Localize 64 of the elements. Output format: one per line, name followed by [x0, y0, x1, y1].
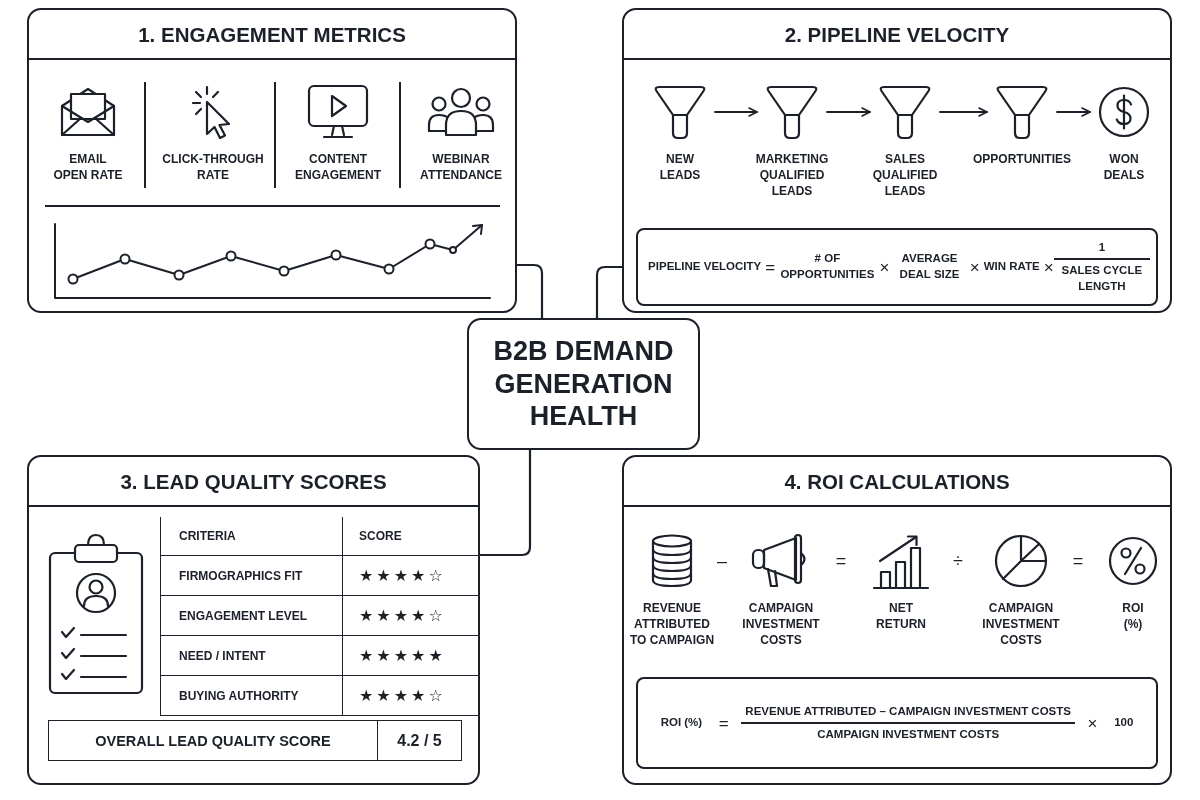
star-rating-cell: ★★★★☆	[342, 676, 478, 716]
formula-term: SALES CYCLE LENGTH	[1060, 263, 1144, 294]
panel-title: 1. ENGAGEMENT METRICS	[138, 23, 406, 47]
formula-term: ROI (%)	[660, 715, 703, 731]
criteria-cell: FIRMOGRAPHICS FIT	[160, 556, 342, 596]
criteria-cell: ENGAGEMENT LEVEL	[160, 596, 342, 636]
panel-title: 4. ROI CALCULATIONS	[784, 470, 1010, 494]
icon-caption: MARKETING QUALIFIED LEADS	[754, 152, 830, 200]
column-header: CRITERIA	[160, 517, 342, 556]
formula-box	[636, 228, 1158, 306]
icon-caption: NET RETURN	[875, 601, 927, 633]
icon-caption: REVENUE ATTRIBUTED TO CAMPAIGN	[628, 601, 716, 649]
criteria-cell: NEED / INTENT	[160, 636, 342, 676]
icon-caption: CAMPAIGN INVESTMENT COSTS	[741, 601, 821, 649]
star-rating-cell: ★★★★☆	[342, 556, 478, 596]
arrow	[1056, 107, 1091, 117]
math-operator: =	[765, 258, 776, 276]
section-panel	[622, 455, 1172, 785]
column-header: SCORE	[342, 517, 478, 556]
arrow	[714, 107, 758, 117]
math-operator: ×	[1087, 714, 1098, 732]
icon-caption: CAMPAIGN INVESTMENT COSTS	[981, 601, 1061, 649]
connector-line	[595, 265, 624, 320]
connector-line	[478, 448, 532, 557]
summary-label: OVERALL LEAD QUALITY SCORE	[95, 732, 331, 749]
math-operator: =	[835, 552, 847, 570]
panel-title: 2. PIPELINE VELOCITY	[784, 23, 1010, 47]
math-operator: ×	[969, 258, 980, 276]
math-operator: ×	[879, 258, 890, 276]
section-panel	[27, 455, 480, 785]
formula-term: WIN RATE	[983, 259, 1040, 275]
icon-caption: NEW LEADS	[658, 152, 702, 184]
formula-box	[636, 677, 1158, 769]
summary-box	[48, 720, 462, 761]
formula-term: 1	[1098, 239, 1106, 255]
star-rating-cell: ★★★★★	[342, 636, 478, 676]
formula-term: PIPELINE VELOCITY	[648, 259, 762, 275]
score-value-cell: 4.2 / 5	[377, 721, 461, 760]
panel-title: 3. LEAD QUALITY SCORES	[120, 470, 387, 494]
math-operator: ÷	[953, 552, 963, 570]
central-topic-box: B2B DEMAND GENERATION HEALTH	[467, 318, 700, 450]
formula-term: # OF OPPORTUNITIES	[779, 251, 876, 282]
formula-term: REVENUE ATTRIBUTED – CAMPAIGN INVESTMENT COSTS	[745, 703, 1071, 719]
connector-line	[515, 263, 544, 320]
formula-term: AVERAGE DEAL SIZE	[898, 251, 961, 282]
criteria-cell: BUYING AUTHORITY	[160, 676, 342, 716]
math-operator: ×	[1043, 258, 1054, 276]
icon-caption: WEBINAR ATTENDANCE	[419, 152, 503, 184]
math-operator: –	[717, 552, 727, 570]
icon-caption: CONTENT ENGAGEMENT	[294, 152, 382, 184]
math-operator: =	[1072, 552, 1084, 570]
icon-caption: CLICK-THROUGH RATE	[161, 152, 265, 184]
section-panel	[622, 8, 1172, 313]
formula-term: CAMPAIGN INVESTMENT COSTS	[817, 726, 1000, 742]
arrow	[939, 107, 988, 117]
arrow	[826, 107, 871, 117]
math-operator: =	[718, 714, 729, 732]
icon-caption: ROI (%)	[1121, 601, 1145, 633]
icon-caption: SALES QUALIFIED LEADS	[871, 152, 939, 200]
icon-caption: OPPORTUNITIES	[973, 152, 1071, 168]
icon-caption: EMAIL OPEN RATE	[52, 152, 124, 184]
formula-term: 100	[1114, 715, 1134, 731]
star-rating-cell: ★★★★☆	[342, 596, 478, 636]
icon-caption: WON DEALS	[1102, 152, 1146, 184]
